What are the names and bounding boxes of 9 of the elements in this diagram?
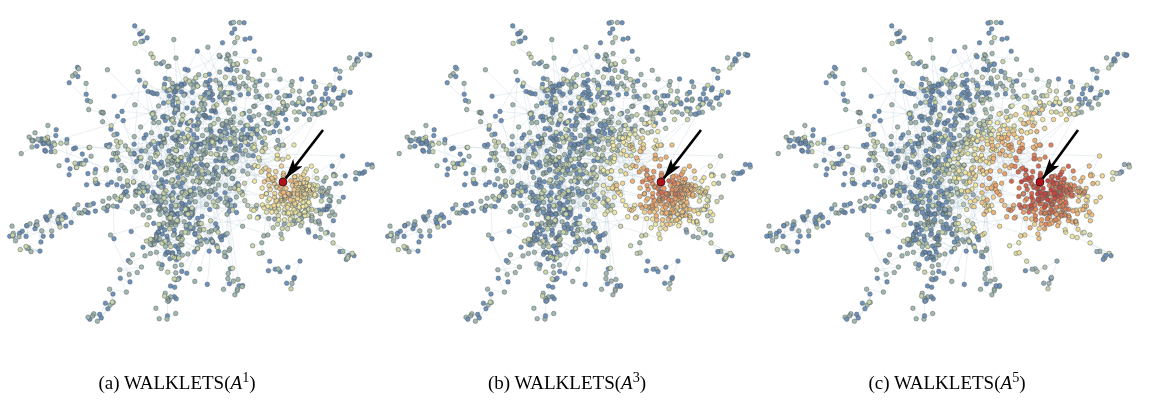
highlighted-graph-node <box>278 177 288 187</box>
arrow <box>662 129 703 180</box>
arrow <box>284 129 325 180</box>
highlighted-graph-node <box>1035 177 1045 187</box>
figure-caption: (c) WALKLETS(A$^{5}$) <box>868 371 1026 395</box>
arrow <box>1041 129 1080 180</box>
figure-caption: (a) WALKLETS(A$^{1}$) <box>98 371 256 395</box>
figure-caption: (b) WALKLETS(A$^{3}$) <box>487 371 647 395</box>
highlighted-graph-node <box>656 177 666 187</box>
